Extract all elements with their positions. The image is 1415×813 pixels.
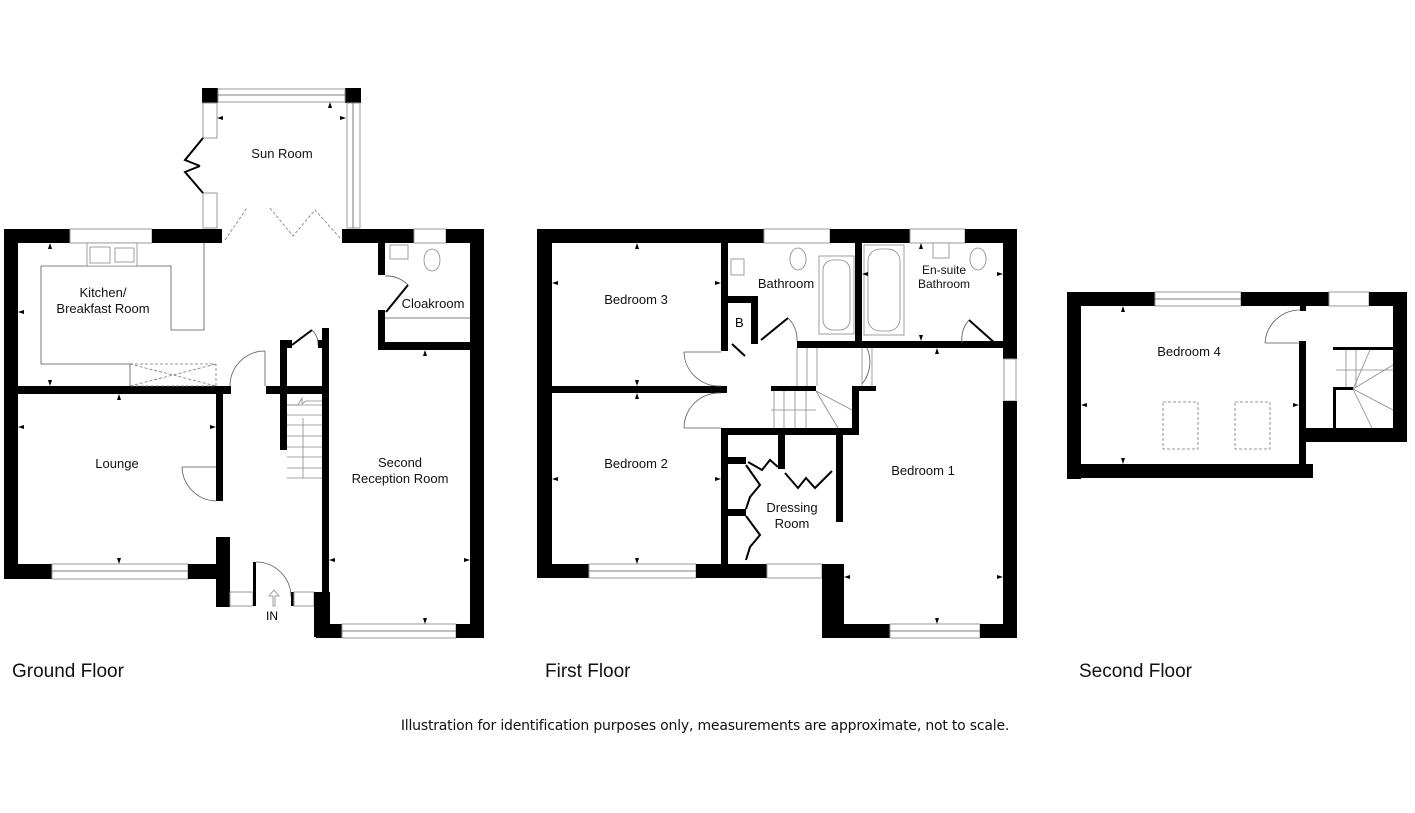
ground-floor-walls	[4, 228, 484, 639]
first-floor-plan	[537, 228, 1017, 639]
first-stairs	[771, 348, 873, 429]
first-doors	[683, 317, 998, 561]
second-floor-plan	[1067, 291, 1407, 479]
first-dimension-markers	[552, 243, 1003, 624]
room-label-bedroom-2: Bedroom 2	[604, 456, 668, 471]
room-label-kitchen: Kitchen/ Breakfast Room	[56, 285, 150, 316]
second-floor-walls	[1067, 291, 1407, 479]
disclaimer-caption: Illustration for identification purposes…	[400, 718, 1010, 734]
kitchen-units	[40, 242, 217, 387]
ground-stairs	[287, 396, 322, 479]
ground-dimension-markers	[18, 102, 470, 624]
bathroom-fixtures	[730, 242, 987, 336]
room-label-second-reception: Second Reception Room	[351, 455, 449, 486]
ground-floor-plan	[4, 88, 484, 639]
floor-label-first: First Floor	[545, 661, 631, 682]
room-label-bathroom: Bathroom	[757, 276, 815, 291]
room-label-sun-room: Sun Room	[251, 146, 313, 161]
entrance-label: IN	[266, 609, 278, 623]
boiler-cupboard-label: B	[735, 315, 744, 330]
second-floor-details	[1081, 306, 1394, 464]
first-floor-walls	[537, 228, 1017, 639]
room-label-bedroom-4: Bedroom 4	[1157, 344, 1221, 359]
room-label-bedroom-3: Bedroom 3	[604, 292, 668, 307]
room-label-bedroom-1: Bedroom 1	[891, 463, 955, 478]
room-label-ensuite: En-suite Bathroom	[917, 263, 971, 291]
room-label-lounge: Lounge	[95, 456, 139, 471]
sun-room-walls	[183, 88, 361, 241]
room-label-dressing-room: Dressing Room	[766, 500, 818, 531]
cloakroom-fixtures	[384, 244, 470, 319]
entrance-arrow-icon	[268, 589, 280, 607]
room-label-cloakroom: Cloakroom	[401, 296, 465, 311]
ground-doors	[181, 329, 319, 598]
floor-label-ground: Ground Floor	[12, 661, 124, 682]
floor-label-second: Second Floor	[1079, 661, 1193, 682]
